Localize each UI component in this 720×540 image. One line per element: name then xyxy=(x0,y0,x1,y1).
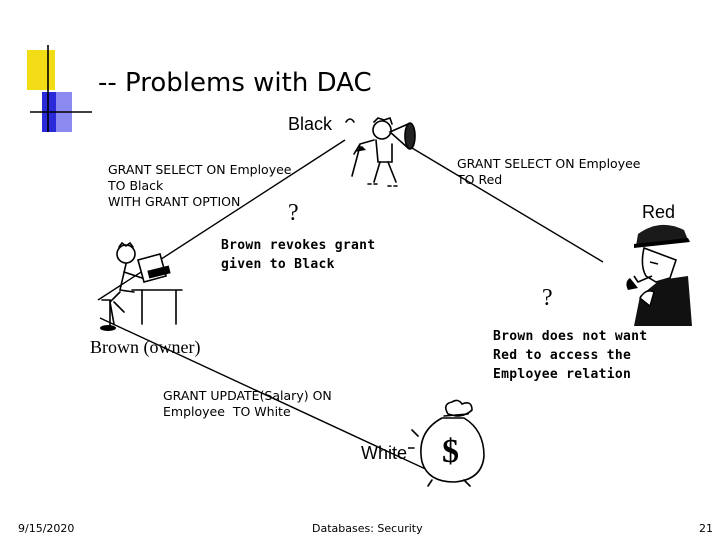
footer-date: 9/15/2020 xyxy=(18,522,75,535)
footer-course: Databases: Security xyxy=(312,522,423,535)
question-mark-red: ? xyxy=(542,285,553,311)
page-number: 21 xyxy=(699,522,713,535)
edge-black-red xyxy=(411,147,604,263)
grant-black-to-red: GRANT SELECT ON Employee TO Red xyxy=(457,156,641,187)
question-mark-black: ? xyxy=(288,200,299,226)
edge-brown-white xyxy=(99,317,433,473)
deco-yellow-block xyxy=(27,50,55,90)
edge-brown-black xyxy=(97,139,346,301)
white-money-bag-icon: $ xyxy=(408,399,485,487)
brown-owner-desk-icon xyxy=(100,241,183,331)
node-red-label: Red xyxy=(642,202,676,222)
black-megaphone-icon xyxy=(345,116,416,187)
revoke-note: Brown revokes grant given to Black xyxy=(221,238,376,272)
grant-brown-to-white: GRANT UPDATE(Salary) ON Employee TO Whit… xyxy=(163,388,332,419)
dollar-sign-icon: $ xyxy=(442,433,459,470)
grant-brown-to-black: GRANT SELECT ON Employee TO Black WITH G… xyxy=(108,162,292,209)
node-brown-label: Brown (owner) xyxy=(90,337,201,357)
node-white-label: White xyxy=(361,443,408,463)
concern-note: Brown does not want Red to access the Em… xyxy=(493,329,648,382)
slide-title: -- Problems with DAC xyxy=(98,68,372,98)
node-black-label: Black xyxy=(288,114,333,134)
red-detective-icon xyxy=(626,224,692,326)
